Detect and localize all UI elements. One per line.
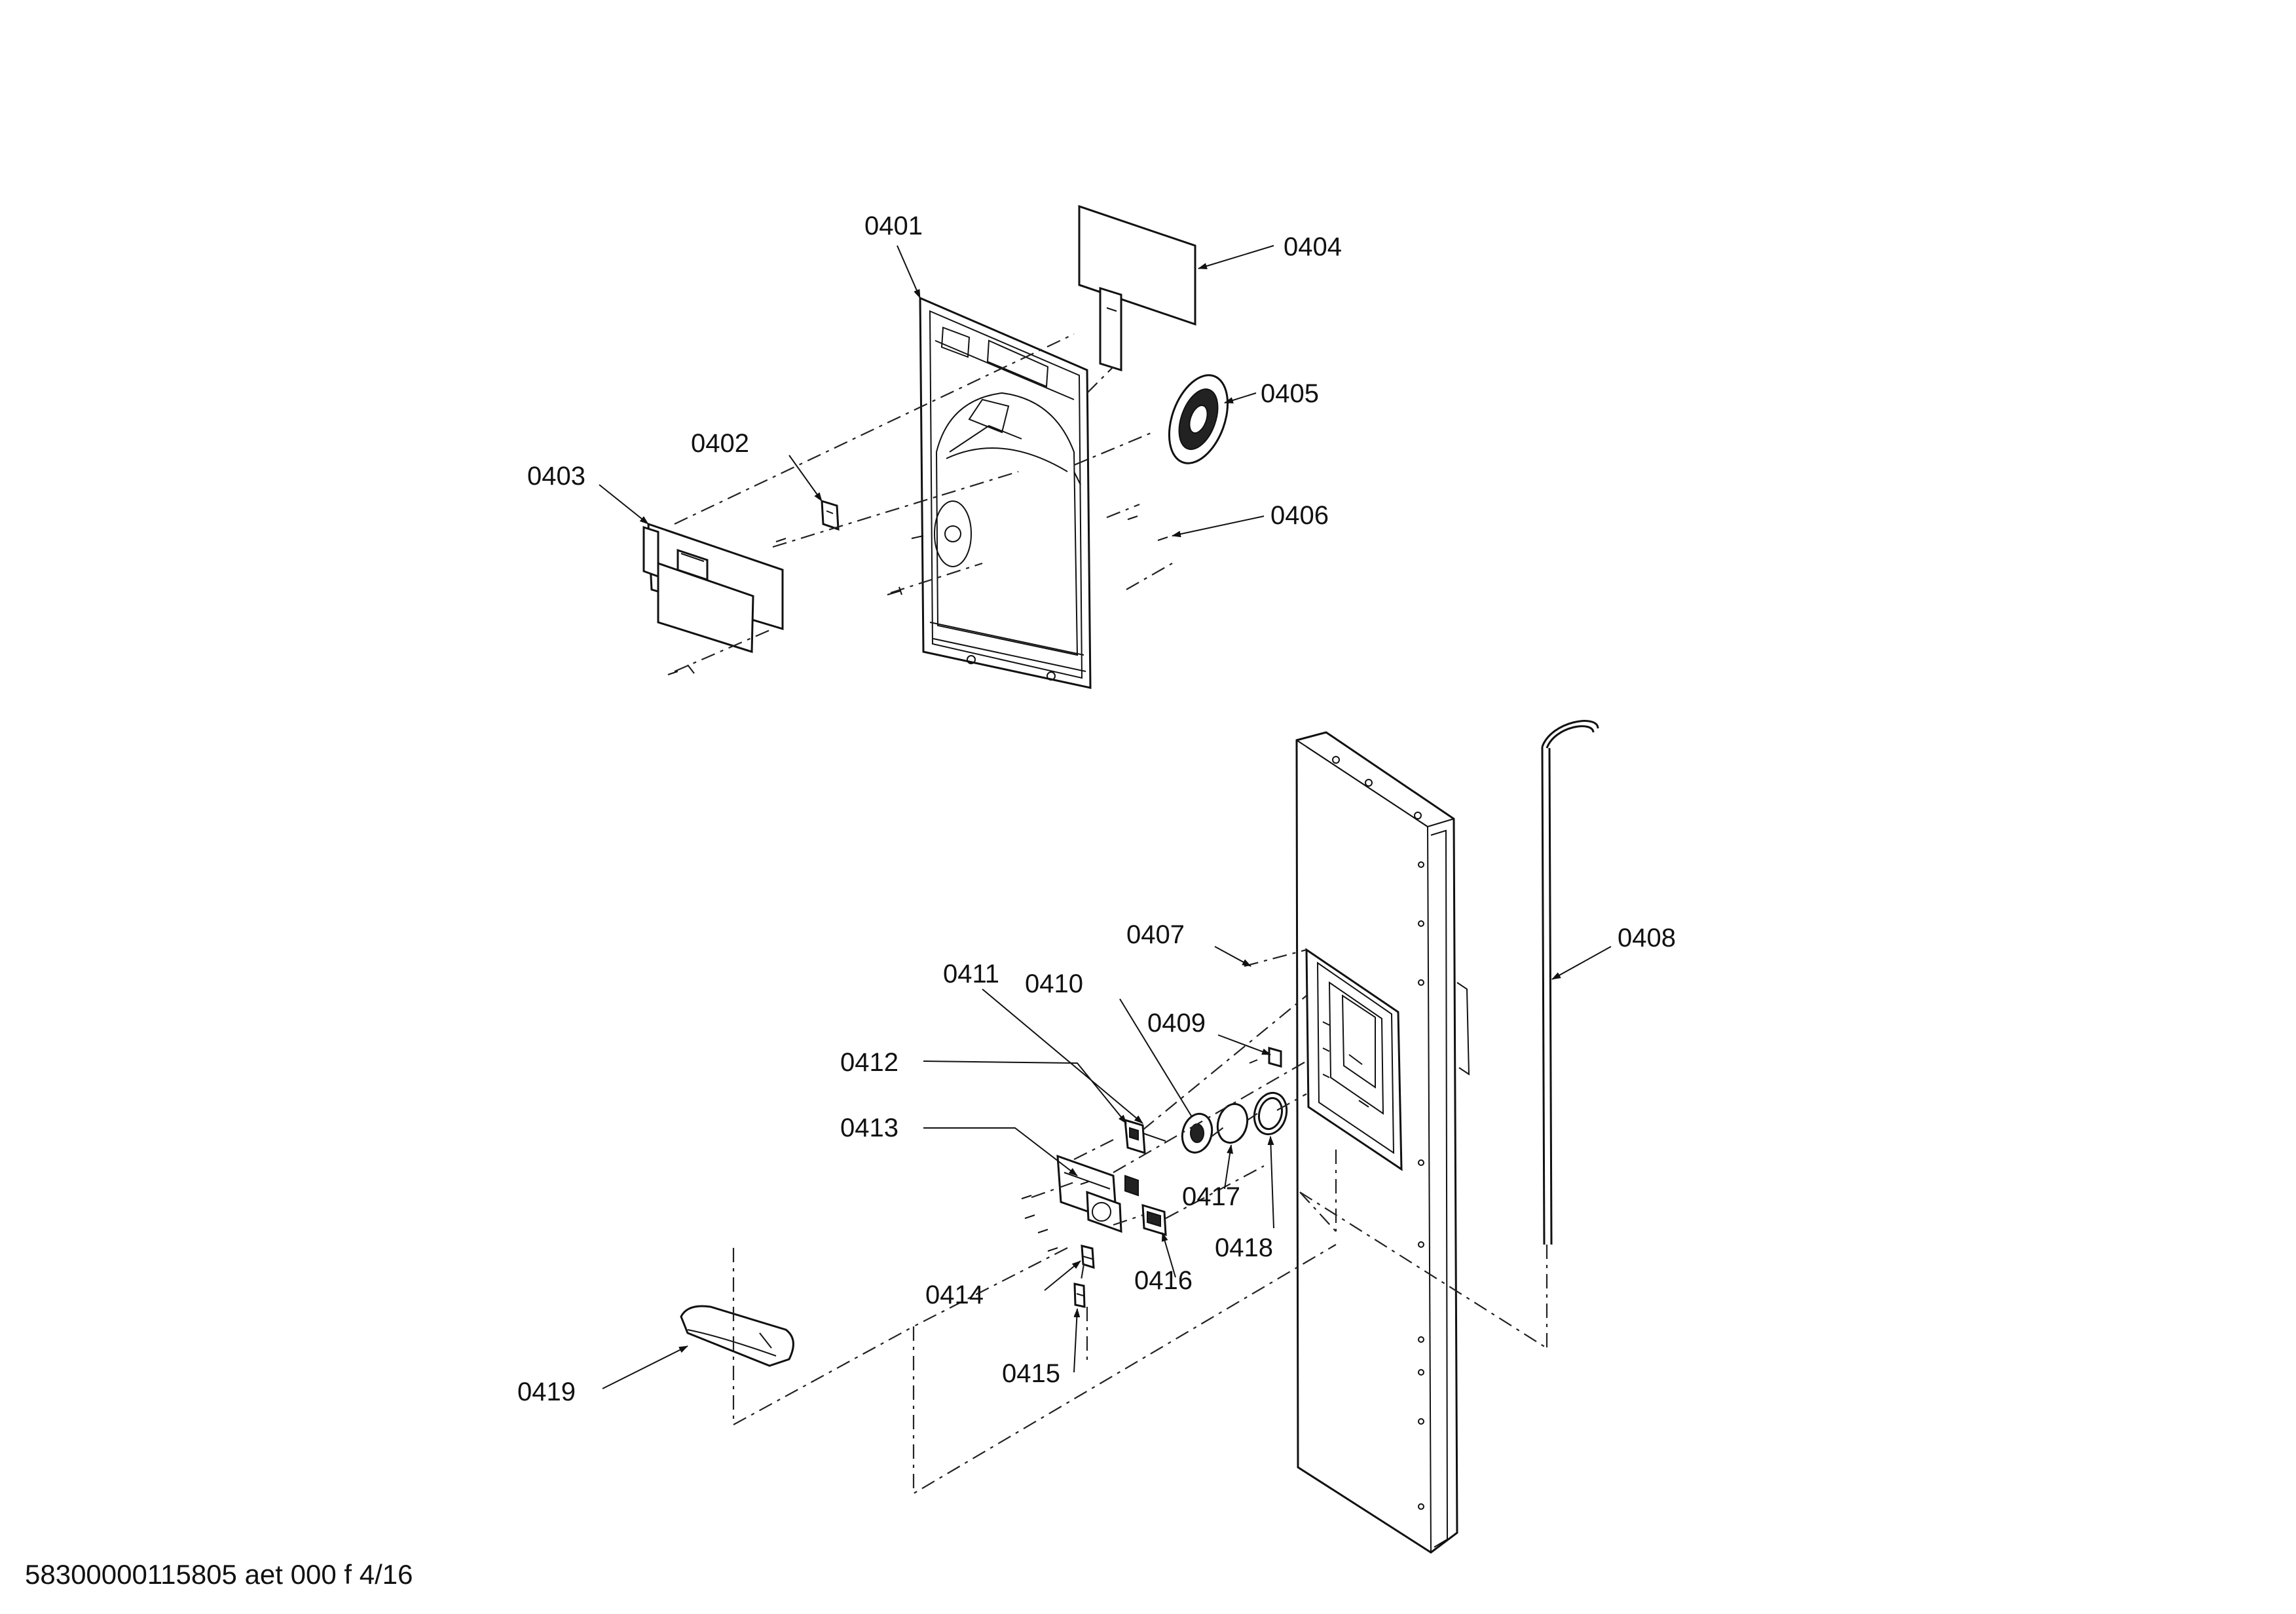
callout-labels: 0401 0404 0405 0402 0403 0406 0407 0408 …	[517, 212, 1676, 1406]
door-panel-part	[1295, 731, 1470, 1554]
seal-ring-part	[1216, 1102, 1249, 1144]
callout-0408: 0408	[1618, 924, 1676, 952]
screws-upper	[667, 516, 1168, 675]
callout-0407: 0407	[1126, 920, 1185, 949]
display-card-part	[1078, 204, 1196, 372]
callout-0405: 0405	[1261, 379, 1319, 408]
tube-part	[1541, 720, 1599, 1245]
spring-clip-part	[1073, 1283, 1086, 1308]
callout-0406: 0406	[1270, 501, 1329, 530]
screws-lower	[1021, 1059, 1258, 1252]
drawing-code: 58300000115805 aet 000 f 4/16	[25, 1559, 413, 1590]
dispenser-housing-part	[919, 296, 1092, 689]
switch-part	[821, 499, 840, 531]
callout-0417: 0417	[1182, 1182, 1240, 1211]
callout-0402: 0402	[691, 429, 749, 458]
assembly-lines-upper	[674, 333, 1173, 673]
callout-0401: 0401	[864, 212, 923, 240]
callout-0412: 0412	[840, 1048, 898, 1077]
actuator-knob-part	[1168, 374, 1229, 464]
control-board-part	[642, 522, 784, 654]
callout-0415: 0415	[1002, 1359, 1060, 1388]
spring-part	[1268, 1047, 1282, 1068]
disc-part	[1181, 1112, 1213, 1154]
callout-0418: 0418	[1215, 1233, 1273, 1262]
callout-0403: 0403	[527, 462, 585, 491]
assembly-lines-lower	[732, 948, 1549, 1495]
micro-switch-part	[1141, 1203, 1167, 1237]
callout-0409: 0409	[1147, 1009, 1206, 1038]
callout-0411: 0411	[943, 960, 999, 988]
callout-0416: 0416	[1134, 1266, 1193, 1295]
callout-leaders	[599, 245, 1612, 1389]
callout-0404: 0404	[1284, 233, 1342, 261]
gasket-ring-part	[1253, 1091, 1288, 1136]
callout-0413: 0413	[840, 1114, 898, 1142]
callout-0410: 0410	[1025, 969, 1083, 998]
callout-0419: 0419	[517, 1378, 576, 1406]
lever-part	[1124, 1118, 1166, 1155]
actuator-pin-part	[1081, 1245, 1095, 1269]
dispenser-paddle-part	[680, 1305, 794, 1367]
callout-0414: 0414	[925, 1281, 984, 1309]
